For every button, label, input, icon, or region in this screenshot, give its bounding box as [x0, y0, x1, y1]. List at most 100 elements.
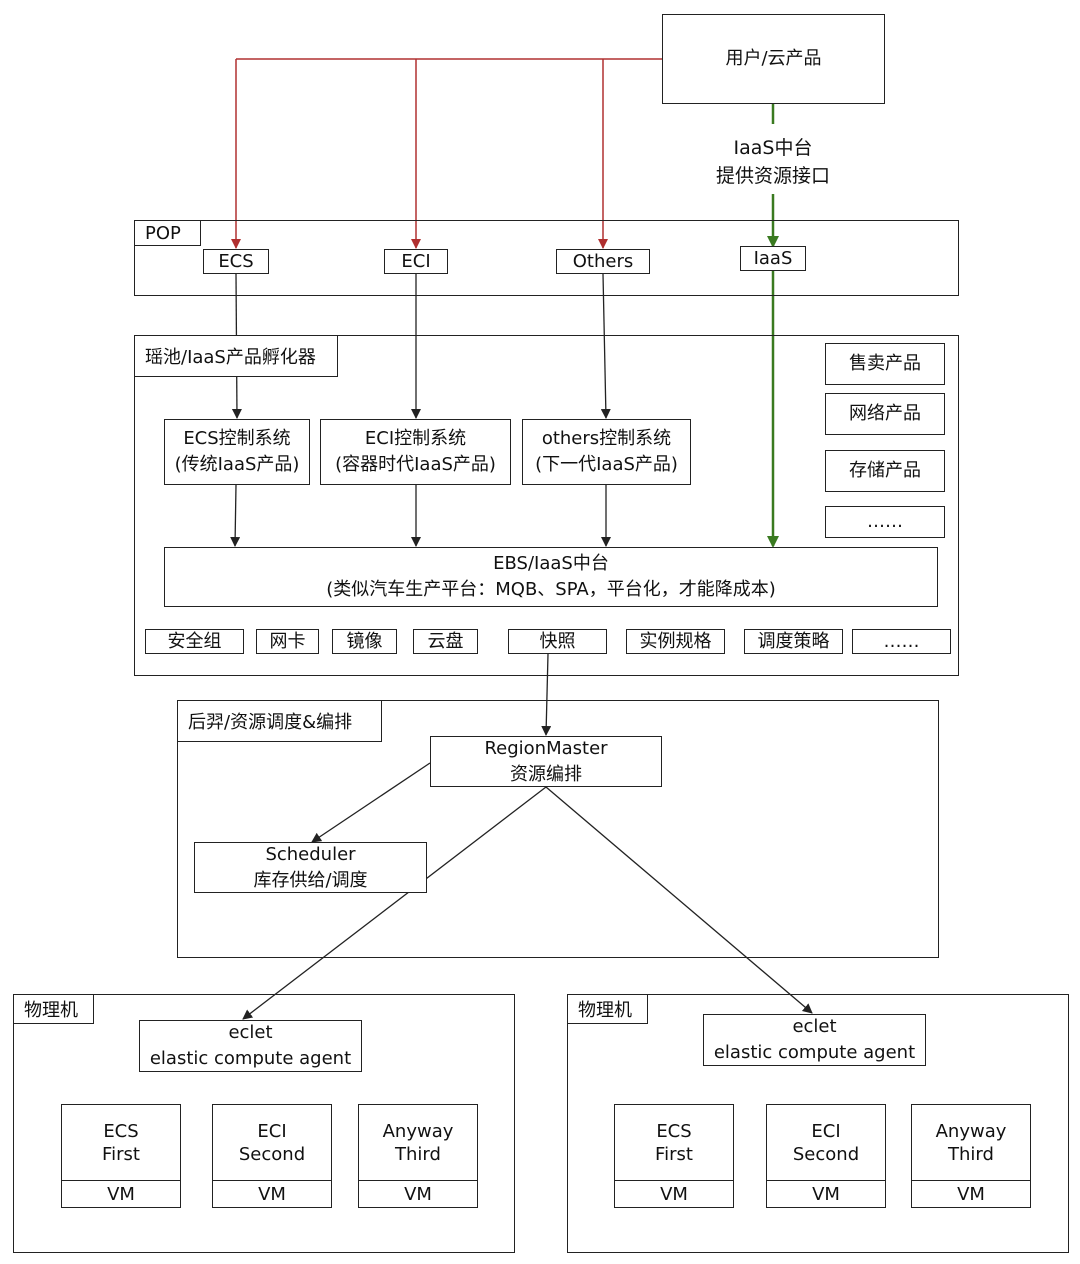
others-control-line2: (下一代IaaS产品): [535, 454, 678, 475]
feature-snapshot: 快照: [508, 629, 607, 654]
feature-security-group-label: 安全组: [167, 630, 222, 652]
pop-item-ecs: ECS: [203, 249, 269, 274]
eclet-left-line2: elastic compute agent: [149, 1048, 352, 1069]
eci-control-system: ECI控制系统 (容器时代IaaS产品): [320, 419, 511, 485]
feature-security-group: 安全组: [145, 629, 244, 654]
iaas-interface-line2: 提供资源接口: [715, 165, 830, 187]
vm-left-ecs-l1: ECS: [103, 1121, 139, 1142]
red-arrows: [231, 58, 662, 249]
vm-right-eci-l1: ECI: [811, 1121, 841, 1142]
vm-right-anyway-vm: VM: [957, 1183, 985, 1205]
eclet-right-line1: eclet: [792, 1016, 837, 1037]
side-product-storage: 存储产品: [825, 450, 945, 492]
physical-machine-left-title-text: 物理机: [24, 1000, 78, 1021]
ecs-control-line2: (传统IaaS产品): [174, 454, 300, 475]
feature-more: ……: [852, 629, 951, 654]
pop-item-iaas: IaaS: [740, 246, 806, 271]
region-master-box: RegionMaster 资源编排: [430, 736, 662, 787]
iaas-interface-label: IaaS中台 提供资源接口: [700, 134, 846, 190]
vm-right-anyway-l2: Third: [948, 1144, 994, 1165]
iaas-interface-line1: IaaS中台: [733, 137, 813, 159]
side-product-storage-label: 存储产品: [849, 460, 921, 481]
vm-right-ecs-l1: ECS: [656, 1121, 692, 1142]
incubator-title-text: 瑶池/IaaS产品孵化器: [145, 347, 316, 368]
pop-item-eci: ECI: [384, 249, 448, 274]
vm-left-anyway-vm: VM: [404, 1183, 432, 1205]
pop-item-iaas-label: IaaS: [753, 247, 793, 269]
feature-more-label: ……: [883, 630, 920, 652]
pop-item-eci-label: ECI: [401, 250, 431, 272]
feature-cloud-disk: 云盘: [413, 629, 478, 654]
pop-container: [134, 220, 959, 296]
incubator-container: [134, 335, 959, 676]
vm-right-ecs-l2: First: [655, 1144, 693, 1165]
side-product-network: 网络产品: [825, 393, 945, 435]
user-cloud-product-label: 用户/云产品: [725, 48, 822, 69]
eclet-right-line2: elastic compute agent: [713, 1042, 916, 1063]
feature-instance-spec-label: 实例规格: [639, 630, 712, 652]
feature-image-label: 镜像: [346, 630, 383, 652]
vm-left-ecs-vm: VM: [107, 1183, 135, 1205]
physical-machine-left: [13, 994, 515, 1253]
physical-machine-left-title: 物理机: [13, 994, 94, 1024]
scheduler-area-title-text: 后羿/资源调度&编排: [188, 712, 353, 733]
vm-left-anyway-l1: Anyway: [382, 1121, 454, 1142]
vm-right-eci-vm: VM: [812, 1183, 840, 1205]
physical-machine-right: [567, 994, 1069, 1253]
feature-snapshot-label: 快照: [539, 630, 576, 652]
black-arrows: [230, 273, 813, 1020]
region-master-line2: 资源编排: [510, 763, 582, 785]
ecs-control-line1: ECS控制系统: [183, 428, 291, 449]
vm-left-ecs-l2: First: [102, 1144, 140, 1165]
eclet-agent-left: eclet elastic compute agent: [139, 1020, 362, 1072]
pop-title-text: POP: [145, 222, 181, 244]
scheduler-box: Scheduler 库存供给/调度: [194, 842, 427, 893]
vm-left-eci-vm: VM: [258, 1183, 286, 1205]
feature-cloud-disk-label: 云盘: [427, 630, 464, 652]
others-control-system: others控制系统 (下一代IaaS产品): [522, 419, 691, 485]
region-master-line1: RegionMaster: [484, 737, 608, 759]
side-product-more-label: ……: [867, 511, 903, 532]
feature-nic-label: 网卡: [269, 630, 306, 652]
side-product-network-label: 网络产品: [849, 403, 921, 424]
vm-right-anyway-l1: Anyway: [935, 1121, 1007, 1142]
scheduler-area-title: 后羿/资源调度&编排: [177, 700, 382, 742]
feature-scheduling-policy-label: 调度策略: [757, 630, 830, 652]
scheduler-area-container: [177, 700, 939, 958]
side-product-sales-label: 售卖产品: [849, 353, 921, 374]
ecs-control-system: ECS控制系统 (传统IaaS产品): [164, 419, 310, 485]
ebs-iaas-platform: EBS/IaaS中台 (类似汽车生产平台：MQB、SPA，平台化，才能降成本): [164, 547, 938, 607]
physical-machine-right-title-text: 物理机: [578, 1000, 632, 1021]
feature-image: 镜像: [332, 629, 397, 654]
vm-left-eci-l1: ECI: [257, 1121, 287, 1142]
vm-right-ecs-vm: VM: [660, 1183, 688, 1205]
feature-scheduling-policy: 调度策略: [744, 629, 843, 654]
feature-nic: 网卡: [256, 629, 319, 654]
eci-control-line2: (容器时代IaaS产品): [335, 454, 496, 475]
feature-instance-spec: 实例规格: [626, 629, 725, 654]
ebs-line2: (类似汽车生产平台：MQB、SPA，平台化，才能降成本): [326, 579, 776, 600]
physical-machine-right-title: 物理机: [567, 994, 648, 1024]
vm-left-eci-l2: Second: [238, 1144, 306, 1165]
others-control-line1: others控制系统: [541, 428, 672, 449]
pop-title: POP: [134, 220, 201, 246]
scheduler-line1: Scheduler: [265, 843, 356, 865]
vm-left-anyway-l2: Third: [395, 1144, 441, 1165]
user-cloud-product-box: 用户/云产品: [662, 14, 885, 104]
ebs-line1: EBS/IaaS中台: [493, 553, 609, 574]
vm-right-eci-l2: Second: [792, 1144, 860, 1165]
side-product-more: ……: [825, 506, 945, 538]
pop-item-ecs-label: ECS: [218, 250, 254, 272]
eclet-left-line1: eclet: [228, 1022, 273, 1043]
pop-item-others-label: Others: [572, 250, 634, 272]
eclet-agent-right: eclet elastic compute agent: [703, 1014, 926, 1066]
incubator-title: 瑶池/IaaS产品孵化器: [134, 335, 338, 377]
scheduler-line2: 库存供给/调度: [253, 869, 368, 891]
eci-control-line1: ECI控制系统: [364, 428, 467, 449]
